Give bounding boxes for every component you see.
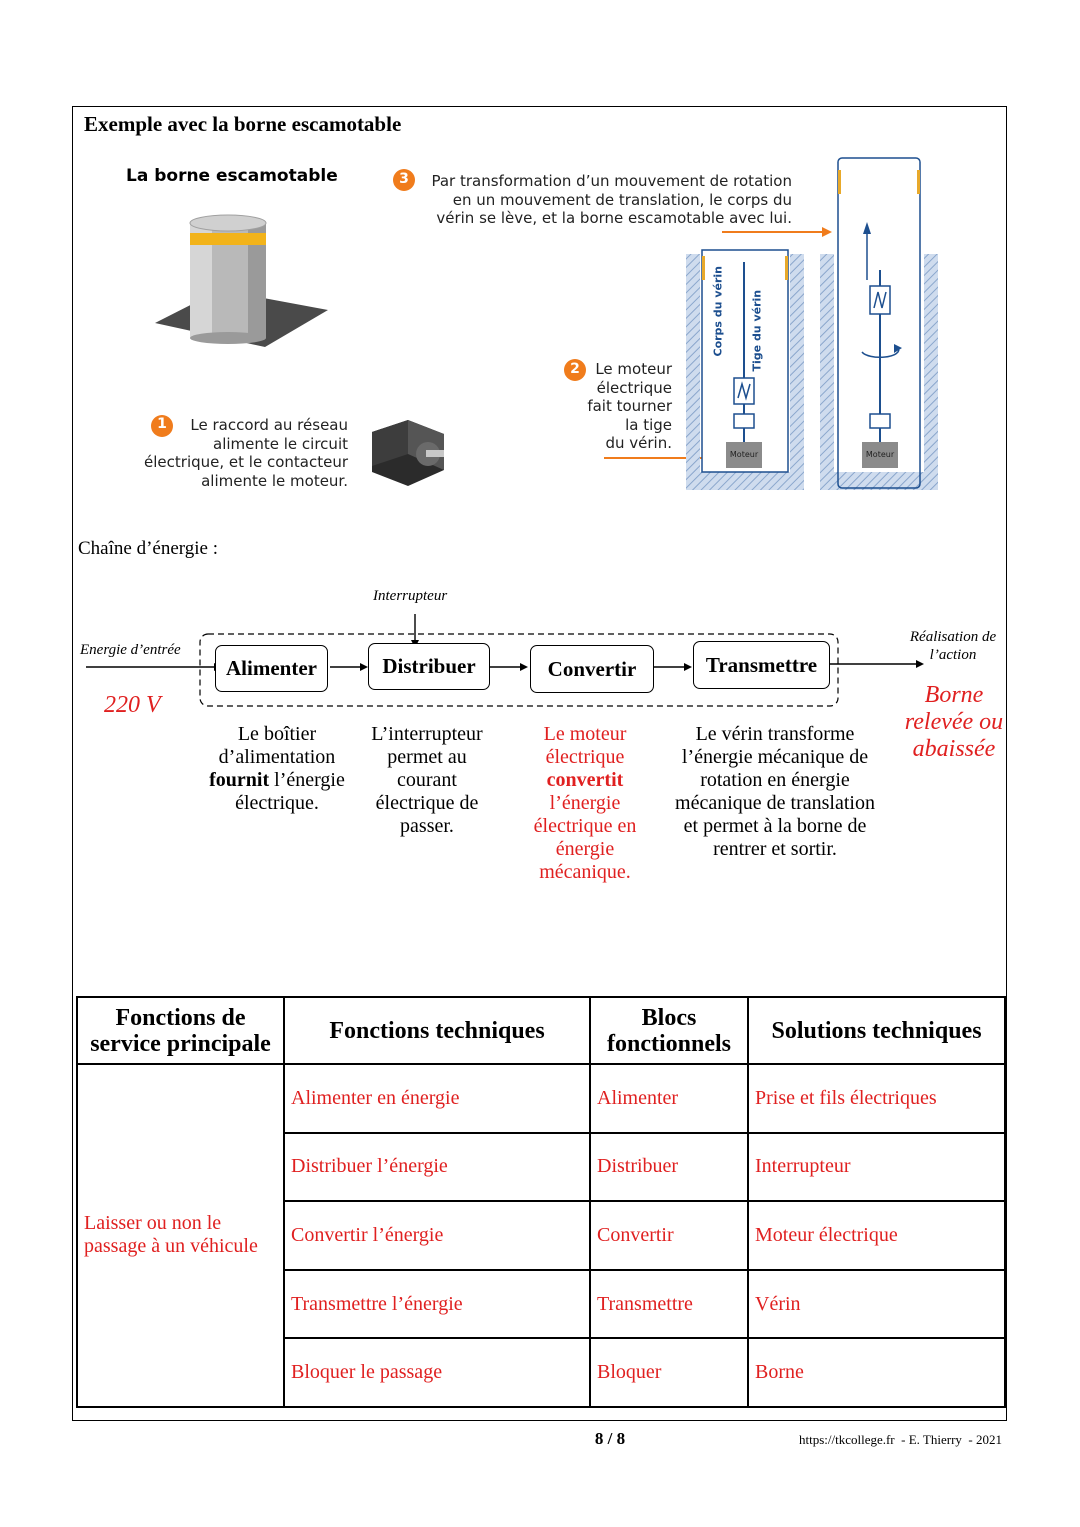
block-transmettre: Transmettre (693, 641, 830, 689)
table-row: Transmettre l’énergie Transmettre Vérin (77, 1268, 1006, 1340)
desc-alimenter-keyword: fournit (209, 769, 270, 791)
step-2-text: Le moteur électrique fait tourner la tig… (560, 360, 672, 453)
step-1-badge (151, 415, 173, 437)
cylinder-rod-label-wrap: Tige du vérin (732, 276, 782, 376)
output-value-line: relevée ou (904, 709, 1004, 735)
block-convertir: Convertir (530, 645, 654, 693)
table-row: Laisser ou non le passage à un véhicule … (76, 1063, 1006, 1408)
motor-illustration (372, 420, 444, 486)
step-1-line: alimente le moteur. (201, 471, 348, 490)
step-1-line: électrique, et le contacteur (144, 453, 348, 471)
desc-convertir-text: l’énergie électrique en énergie mécaniqu… (533, 792, 637, 883)
desc-convertir-keyword: convertit (546, 769, 624, 791)
desc-alimenter-text: l’énergie électrique. (235, 769, 345, 814)
section-title: Exemple avec la borne escamotable (84, 112, 402, 136)
table-header-row: Fonctions de service principale Fonction… (76, 996, 1006, 1065)
table-row: Bloquer le passage Bloquer Borne (77, 1337, 1006, 1408)
bloc-cell: Transmettre (589, 1268, 749, 1340)
step-3-arrow (722, 227, 832, 237)
desc-convertir: Le moteur électrique convertit l’énergie… (518, 723, 652, 884)
chain-heading: Chaîne d’énergie : (78, 538, 218, 559)
tech-function-cell: Transmettre l’énergie (283, 1268, 591, 1340)
desc-transmettre: Le vérin transforme l’énergie mécanique … (675, 723, 875, 860)
tech-function-cell: Distribuer l’énergie (283, 1131, 591, 1203)
bloc-cell: Alimenter (589, 1063, 749, 1134)
step-3-line: Par transformation d’un mouvement de rot… (431, 172, 792, 190)
bloc-cell: Bloquer (589, 1337, 749, 1408)
step-3-line: en un mouvement de translation, le corps… (452, 190, 792, 209)
input-label: Energie d’entrée (80, 642, 181, 658)
bollard-illustration (155, 214, 328, 347)
tech-function-cell: Bloquer le passage (283, 1337, 591, 1408)
output-value-line: abaissée (912, 736, 996, 762)
header-functional-blocks: Blocs fonctionnels (589, 996, 749, 1065)
footer-credit: https://tkcollege.fr - E. Thierry - 2021 (798, 1432, 1002, 1447)
desc-distribuer: L’interrupteur permet au courant électri… (371, 723, 483, 837)
chain-lines (86, 614, 924, 707)
service-function-cell: Laisser ou non le passage à un véhicule (76, 1063, 285, 1408)
solution-cell: Interrupteur (747, 1131, 1006, 1203)
illustration-title: La borne escamotable (126, 166, 338, 186)
function-table: Fonctions de service principale Fonction… (76, 996, 1006, 1408)
step-3-line: vérin se lève, et la borne escamotable a… (436, 209, 792, 227)
output-value-line: Borne (924, 682, 984, 708)
step-3-badge (393, 169, 415, 191)
cylinder-rod-label: Tige du vérin (750, 289, 764, 372)
bloc-cell: Distribuer (589, 1131, 749, 1203)
bloc-cell: Convertir (589, 1200, 749, 1271)
step-1-line: Le raccord au réseau (190, 416, 348, 434)
header-technical-functions: Fonctions techniques (283, 996, 591, 1065)
interrupteur-label: Interrupteur (373, 588, 448, 604)
block-alimenter: Alimenter (215, 645, 328, 692)
output-label-line: l’action (929, 647, 977, 663)
tech-function-cell: Alimenter en énergie (283, 1063, 591, 1134)
step-1-number: 1 (157, 416, 167, 432)
step-1-text: Le raccord au réseau alimente le circuit… (130, 416, 348, 490)
step-1-line: alimente le circuit (213, 434, 348, 453)
header-service-function: Fonctions de service principale (76, 996, 285, 1065)
step-3-number: 3 (399, 171, 409, 187)
step-2-line: électrique (596, 378, 672, 397)
step-2-number: 2 (570, 361, 580, 377)
page-number: 8 / 8 (594, 1429, 626, 1448)
solution-cell: Borne (747, 1337, 1006, 1408)
step-2-line: fait tourner (587, 397, 672, 415)
table-row: Distribuer l’énergie Distribuer Interrup… (77, 1131, 1006, 1203)
output-value: Borne relevée ou abaissée (898, 682, 1010, 763)
desc-convertir-text: Le moteur électrique (543, 723, 627, 768)
cylinder-diagrams (686, 157, 938, 490)
solution-cell: Vérin (747, 1268, 1006, 1340)
solution-cell: Prise et fils électriques (747, 1063, 1006, 1134)
desc-alimenter-text: Le boîtier d’alimentation (218, 723, 336, 768)
motor-label-raised: Moteur (865, 450, 895, 459)
header-technical-solutions: Solutions techniques (747, 996, 1006, 1065)
step-2-line: du vérin. (605, 434, 672, 452)
input-value: 220 V (104, 692, 161, 718)
solution-cell: Moteur électrique (747, 1200, 1006, 1271)
cylinder-body-label: Corps du vérin (711, 266, 725, 357)
desc-alimenter: Le boîtier d’alimentation fournit l’éner… (206, 723, 348, 815)
step-3-text: Par transformation d’un mouvement de rot… (420, 172, 792, 228)
page-frame (72, 106, 1007, 1421)
table-row: Convertir l’énergie Convertir Moteur éle… (77, 1200, 1006, 1271)
step-2-badge (564, 359, 586, 381)
step-2-line: Le moteur (595, 360, 672, 378)
motor-label-lowered: Moteur (729, 450, 759, 459)
tech-function-cell: Convertir l’énergie (283, 1200, 591, 1271)
step-2-line: la tige (625, 415, 672, 434)
block-distribuer: Distribuer (368, 643, 490, 690)
output-label: Réalisation de l’action (900, 628, 1006, 664)
output-label-line: Réalisation de (909, 629, 997, 645)
